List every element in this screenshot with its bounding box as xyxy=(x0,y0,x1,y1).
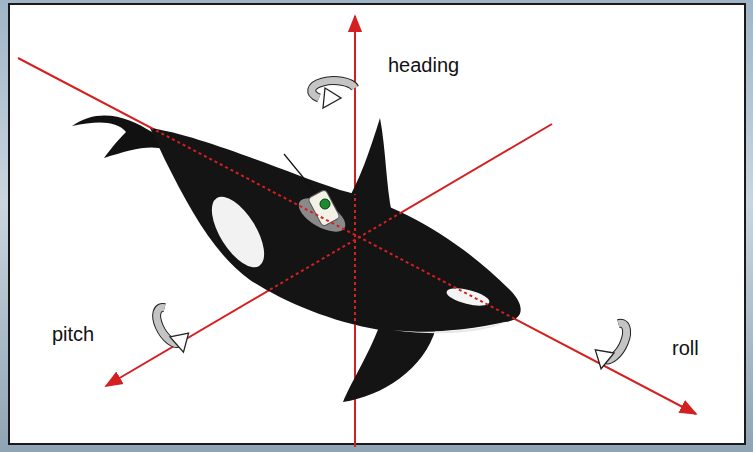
rotation-arrows xyxy=(151,81,632,373)
orca xyxy=(72,115,521,402)
axis-label: pitch xyxy=(52,323,94,345)
axes xyxy=(18,16,696,447)
axis-label: heading xyxy=(388,54,459,76)
axis-label: roll xyxy=(672,337,699,359)
